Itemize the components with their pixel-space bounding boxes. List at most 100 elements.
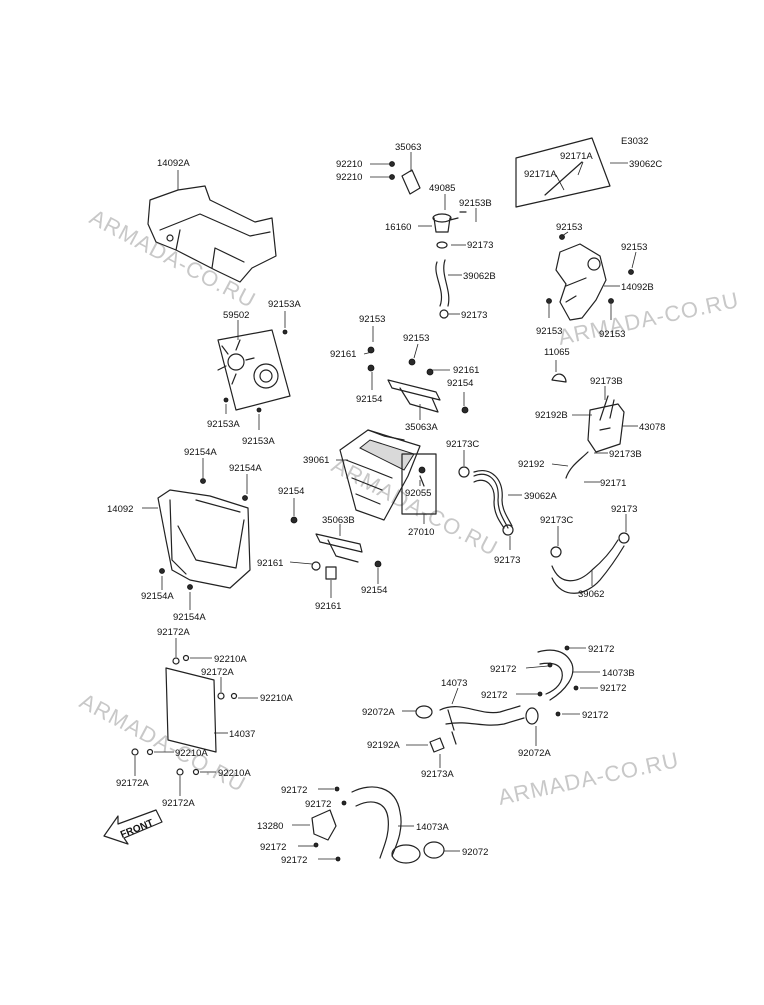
label-92153A-1: 92153A — [268, 299, 301, 310]
label-92172A-3: 92172A — [116, 778, 149, 789]
label-92172-i: 92172 — [281, 855, 307, 866]
fan-59502-drawing — [217, 329, 291, 413]
label-92055: 92055 — [405, 488, 431, 499]
shroud-14092A-drawing — [147, 185, 277, 283]
watermark-top-right: ARMADA-CO.RU — [556, 287, 742, 350]
label-92171: 92171 — [600, 478, 626, 489]
label-92153-d: 92153 — [599, 329, 625, 340]
label-92171A-2: 92171A — [524, 169, 557, 180]
label-14073A: 14073A — [416, 822, 449, 833]
label-92072: 92072 — [462, 847, 488, 858]
front-arrow: FRONT — [103, 809, 163, 845]
sensor-27010-drawing — [418, 466, 426, 487]
hose-39062C-box — [515, 137, 611, 208]
label-92154A-4: 92154A — [173, 612, 206, 623]
label-35063A: 35063A — [405, 422, 438, 433]
cap-49085-drawing — [432, 211, 467, 249]
label-92172A-2: 92172A — [201, 667, 234, 678]
hose-39062A-drawing — [458, 466, 514, 536]
watermarks: ARMADA-CO.RU ARMADA-CO.RU ARMADA-CO.RU A… — [76, 204, 742, 810]
label-14092: 14092 — [107, 504, 133, 515]
label-11065: 11065 — [544, 347, 570, 358]
label-92161-b: 92161 — [453, 365, 479, 376]
bracket-14092B-drawing — [546, 234, 634, 321]
label-92173C-2: 92173C — [540, 515, 573, 526]
label-92072A-2: 92072A — [518, 748, 551, 759]
label-14037: 14037 — [229, 729, 255, 740]
reservoir-43078-drawing — [551, 373, 625, 479]
label-92153B: 92153B — [459, 198, 492, 209]
label-92154-d: 92154 — [361, 585, 387, 596]
label-92153-f: 92153 — [403, 333, 429, 344]
label-92153A-2: 92153A — [207, 419, 240, 430]
label-92154-c: 92154 — [278, 486, 304, 497]
part-labels: 14092A 35063 92210 92210 49085 16160 921… — [107, 142, 665, 866]
label-92210A-2: 92210A — [260, 693, 293, 704]
label-92173B-1: 92173B — [590, 376, 623, 387]
label-35063B: 35063B — [322, 515, 355, 526]
watermark-top-left: ARMADA-CO.RU — [86, 204, 261, 313]
watermark-center: ARMADA-CO.RU — [328, 452, 503, 561]
label-16160: 16160 — [385, 222, 411, 233]
label-92172-c: 92172 — [600, 683, 626, 694]
label-92153-e: 92153 — [359, 314, 385, 325]
label-92153A-3: 92153A — [242, 436, 275, 447]
label-92172A-4: 92172A — [162, 798, 195, 809]
label-92172-f: 92172 — [281, 785, 307, 796]
label-92172-d: 92172 — [481, 690, 507, 701]
label-92172-e: 92172 — [582, 710, 608, 721]
label-92173-a: 92173 — [467, 240, 493, 251]
label-92173B-2: 92173B — [609, 449, 642, 460]
bracket-35063A-drawing — [367, 346, 469, 414]
panel-14037-drawing — [131, 654, 238, 776]
label-92154A-2: 92154A — [229, 463, 262, 474]
label-92192A: 92192A — [367, 740, 400, 751]
label-92210-a: 92210 — [336, 159, 362, 170]
label-14092A: 14092A — [157, 158, 190, 169]
duct-14073A-drawing — [311, 786, 445, 864]
label-92173-d: 92173 — [611, 504, 637, 515]
label-92153-a: 92153 — [556, 222, 582, 233]
label-39062: 39062 — [578, 589, 604, 600]
label-49085: 49085 — [429, 183, 455, 194]
label-39062B: 39062B — [463, 271, 496, 282]
radiator-39061-drawing — [339, 429, 437, 521]
label-92172-h: 92172 — [260, 842, 286, 853]
label-92154A-1: 92154A — [184, 447, 217, 458]
label-39062C: 39062C — [629, 159, 662, 170]
label-92154A-3: 92154A — [141, 591, 174, 602]
duct-14073-drawing — [415, 645, 579, 753]
label-92172-a: 92172 — [588, 644, 614, 655]
label-92072A-1: 92072A — [362, 707, 395, 718]
label-92161-a: 92161 — [330, 349, 356, 360]
label-92210-b: 92210 — [336, 172, 362, 183]
bracket-35063-drawing — [389, 161, 421, 195]
label-92210A-1: 92210A — [214, 654, 247, 665]
label-92210A-3: 92210A — [175, 748, 208, 759]
label-92171A-1: 92171A — [560, 151, 593, 162]
label-14073B: 14073B — [602, 668, 635, 679]
label-92192: 92192 — [518, 459, 544, 470]
label-14073: 14073 — [441, 678, 467, 689]
label-43078: 43078 — [639, 422, 665, 433]
shroud-14092-drawing — [157, 478, 251, 590]
label-14092B: 14092B — [621, 282, 654, 293]
label-92153-c: 92153 — [536, 326, 562, 337]
label-92154-b: 92154 — [447, 378, 473, 389]
label-92192B: 92192B — [535, 410, 568, 421]
watermark-bottom-left: ARMADA-CO.RU — [76, 688, 251, 797]
hose-39062-drawing — [550, 532, 630, 594]
label-92173A: 92173A — [421, 769, 454, 780]
label-35063: 35063 — [395, 142, 421, 153]
label-92161-d: 92161 — [315, 601, 341, 612]
leader-lines — [134, 152, 638, 860]
label-27010: 27010 — [408, 527, 434, 538]
label-59502: 59502 — [223, 310, 249, 321]
label-92173C-1: 92173C — [446, 439, 479, 450]
label-92210A-4: 92210A — [218, 768, 251, 779]
label-92161-c: 92161 — [257, 558, 283, 569]
label-92172A-1: 92172A — [157, 627, 190, 638]
diagram-code: E3032 — [621, 136, 648, 147]
